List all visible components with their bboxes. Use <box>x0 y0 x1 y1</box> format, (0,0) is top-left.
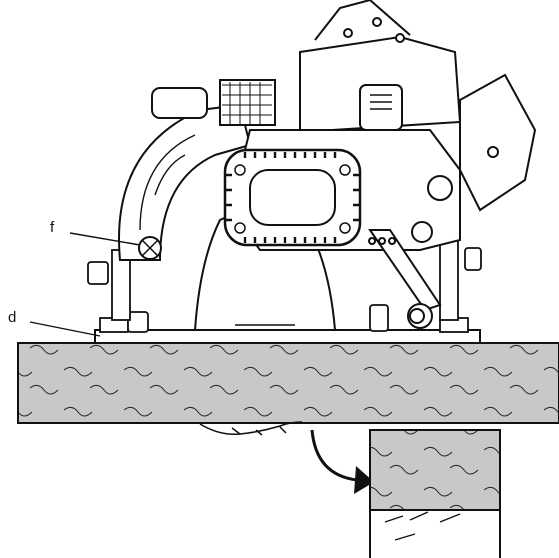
cut-offcut-detail <box>369 429 501 558</box>
callout-d: d <box>8 309 101 337</box>
callout-d-label: d <box>8 309 16 326</box>
callout-f: f <box>50 219 141 246</box>
blade-below-board <box>199 421 303 436</box>
front-pivot-arm <box>368 73 537 329</box>
rear-handle-arc <box>118 79 276 261</box>
callout-f-label: f <box>50 219 55 236</box>
rotation-arrow-icon <box>310 429 374 494</box>
battery-pack <box>299 0 462 134</box>
handle-grip-mesh <box>222 82 272 124</box>
workpiece-board <box>17 342 559 424</box>
bevel-lock-knob <box>138 236 162 260</box>
motor-housing <box>223 129 461 251</box>
